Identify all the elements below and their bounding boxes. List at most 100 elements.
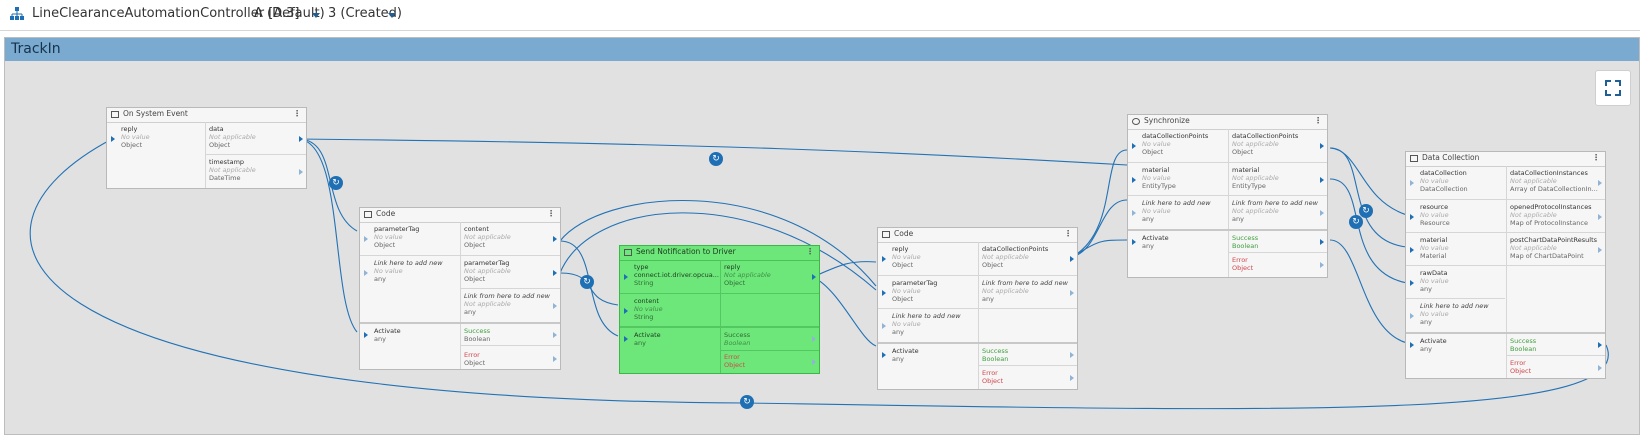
link-badge[interactable]: ↻ bbox=[709, 152, 723, 166]
output-port[interactable] bbox=[553, 270, 557, 276]
output-port[interactable] bbox=[1598, 180, 1602, 186]
node-menu-icon[interactable]: ⋮ bbox=[806, 247, 814, 256]
revision-chevron-down-icon[interactable] bbox=[312, 13, 320, 18]
link-badge[interactable]: ↻ bbox=[1359, 204, 1373, 218]
output-port[interactable] bbox=[812, 359, 816, 365]
output-port[interactable] bbox=[1598, 214, 1602, 220]
node-menu-icon[interactable]: ⋮ bbox=[1064, 229, 1072, 238]
node-menu-icon[interactable]: ⋮ bbox=[293, 109, 301, 118]
input-port[interactable] bbox=[1410, 342, 1414, 348]
input-port[interactable] bbox=[364, 332, 368, 338]
input-port[interactable] bbox=[1132, 143, 1136, 149]
link-badge[interactable]: ↻ bbox=[740, 395, 754, 409]
node-menu-icon[interactable]: ⋮ bbox=[547, 209, 555, 218]
input-port[interactable] bbox=[111, 136, 115, 142]
output-port[interactable] bbox=[1070, 290, 1074, 296]
input-port[interactable] bbox=[1132, 239, 1136, 245]
input-port[interactable] bbox=[1410, 180, 1414, 186]
output-port[interactable] bbox=[1598, 247, 1602, 253]
page-title: LineClearanceAutomationController [A.3] bbox=[32, 6, 300, 21]
version-dropdown[interactable]: 3 (Created) bbox=[328, 6, 402, 21]
code-icon bbox=[364, 211, 372, 218]
output-port[interactable] bbox=[1598, 342, 1602, 348]
output-port[interactable] bbox=[1070, 375, 1074, 381]
input-port[interactable] bbox=[624, 308, 628, 314]
input-port[interactable] bbox=[1410, 313, 1414, 319]
output-port[interactable] bbox=[1070, 256, 1074, 262]
output-port[interactable] bbox=[1598, 365, 1602, 371]
input-port[interactable] bbox=[882, 323, 886, 329]
node-title: Code bbox=[894, 229, 914, 238]
output-port[interactable] bbox=[1320, 143, 1324, 149]
input-port[interactable] bbox=[882, 290, 886, 296]
version-chevron-down-icon[interactable] bbox=[388, 13, 396, 18]
revision-dropdown[interactable]: A (Default) bbox=[254, 6, 325, 21]
output-port[interactable] bbox=[1320, 210, 1324, 216]
event-icon bbox=[111, 111, 119, 118]
notification-icon bbox=[624, 249, 632, 256]
output-port[interactable] bbox=[812, 336, 816, 342]
input-port[interactable] bbox=[1410, 214, 1414, 220]
input-port[interactable] bbox=[364, 270, 368, 276]
output-port[interactable] bbox=[812, 274, 816, 280]
input-port[interactable] bbox=[624, 274, 628, 280]
input-port[interactable] bbox=[364, 236, 368, 242]
input-port[interactable] bbox=[882, 352, 886, 358]
input-port[interactable] bbox=[1410, 247, 1414, 253]
output-port[interactable] bbox=[553, 332, 557, 338]
link-badge[interactable]: ↻ bbox=[329, 176, 343, 190]
input-port[interactable] bbox=[624, 336, 628, 342]
output-port[interactable] bbox=[1320, 177, 1324, 183]
link-badge[interactable]: ↻ bbox=[1349, 215, 1363, 229]
output-port[interactable] bbox=[553, 303, 557, 309]
output-port[interactable] bbox=[553, 236, 557, 242]
input-port[interactable] bbox=[882, 256, 886, 262]
output-port[interactable] bbox=[1320, 239, 1324, 245]
node-menu-icon[interactable]: ⋮ bbox=[1314, 116, 1322, 125]
node-title: Send Notification to Driver bbox=[636, 247, 736, 256]
expand-icon[interactable] bbox=[1595, 70, 1631, 106]
output-port[interactable] bbox=[299, 169, 303, 175]
input-port[interactable] bbox=[1410, 280, 1414, 286]
input-port[interactable] bbox=[1132, 177, 1136, 183]
output-port[interactable] bbox=[1320, 262, 1324, 268]
node-menu-icon[interactable]: ⋮ bbox=[1592, 153, 1600, 162]
link-badge[interactable]: ↻ bbox=[580, 275, 594, 289]
output-port[interactable] bbox=[553, 356, 557, 362]
output-port[interactable] bbox=[1070, 352, 1074, 358]
output-port[interactable] bbox=[299, 136, 303, 142]
input-port[interactable] bbox=[1132, 210, 1136, 216]
node-title: Synchronize bbox=[1144, 116, 1190, 125]
